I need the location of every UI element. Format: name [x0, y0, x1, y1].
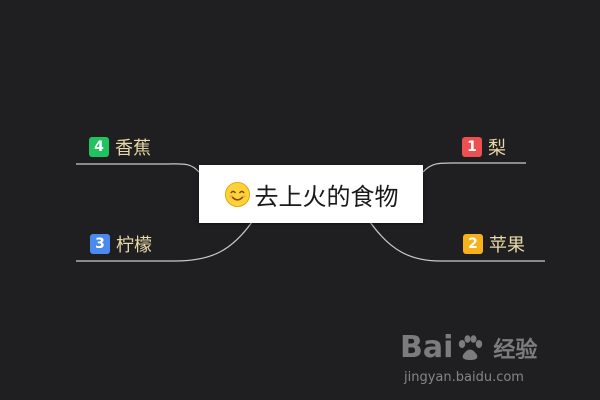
- smiling-face-icon: [224, 181, 250, 207]
- topic-4[interactable]: 4 香蕉: [89, 135, 151, 159]
- central-topic[interactable]: 去上火的食物: [199, 165, 423, 223]
- jingyan-brand-text: 经验: [493, 337, 538, 363]
- central-topic-title: 去上火的食物: [254, 182, 399, 211]
- watermark-url: jingyan.baidu.com: [404, 370, 524, 385]
- connector-topic-3: [76, 221, 253, 262]
- baidu-jingyan-watermark: Bai 经验 jingyan.baidu.com: [400, 330, 560, 390]
- topic-2-label: 苹果: [489, 235, 525, 256]
- topic-1-number-badge: 1: [462, 137, 482, 157]
- connector-topic-2: [369, 221, 545, 262]
- topic-2[interactable]: 2 苹果: [463, 232, 525, 256]
- topic-2-number-badge: 2: [463, 234, 483, 254]
- topic-4-number-badge: 4: [89, 137, 109, 157]
- topic-1-label: 梨: [488, 138, 506, 159]
- baidu-brand-text: Bai: [400, 330, 454, 365]
- connector-topic-1: [422, 162, 526, 173]
- topic-4-label: 香蕉: [115, 138, 151, 159]
- topic-3[interactable]: 3 柠檬: [90, 232, 152, 256]
- connector-topic-4: [76, 163, 200, 173]
- topic-1[interactable]: 1 梨: [462, 135, 506, 159]
- topic-3-label: 柠檬: [116, 235, 152, 256]
- baidu-logo: Bai 经验: [400, 330, 537, 365]
- paw-icon: [459, 334, 483, 360]
- topic-3-number-badge: 3: [90, 234, 110, 254]
